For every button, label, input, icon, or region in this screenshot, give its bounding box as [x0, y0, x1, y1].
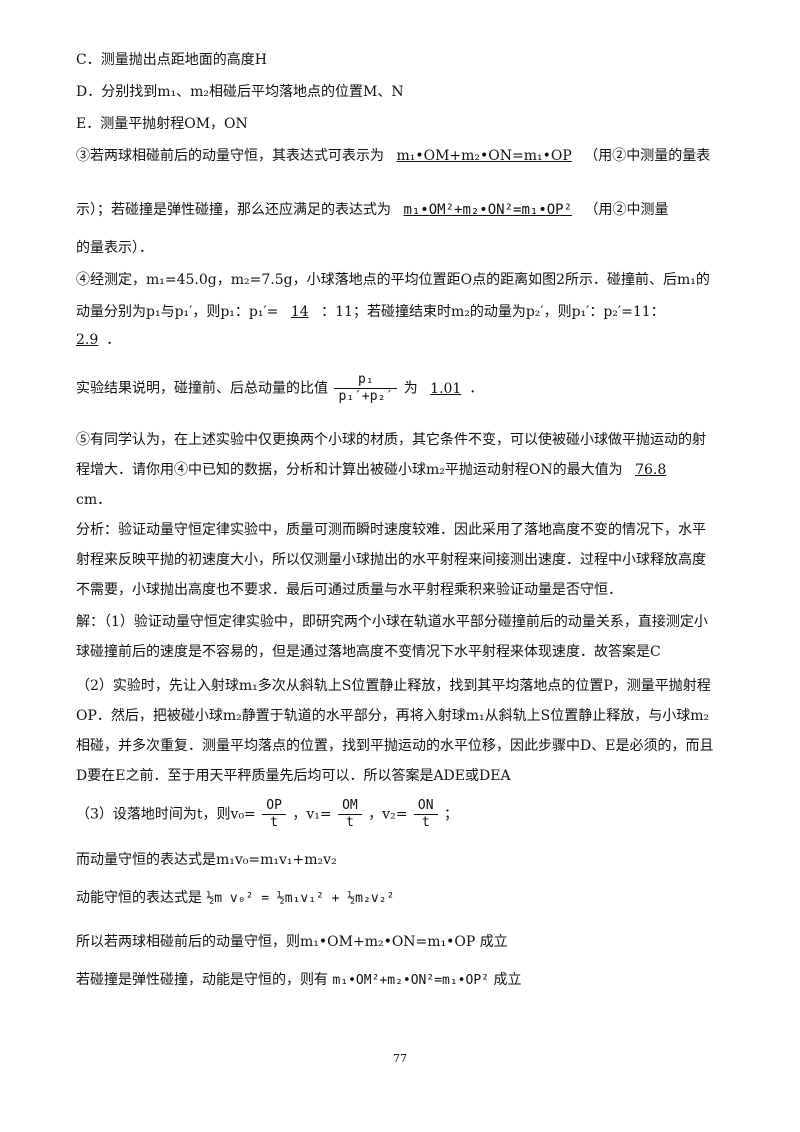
solution-line: 球碰撞前后的速度是不容易的，但是通过落地高度不变情况下水平射程来体现速度．故答案… — [76, 644, 661, 660]
velocity-line: （3）设落地时间为t，则v₀= OP t ，v₁= OM t ，v₂= ON t… — [76, 798, 459, 831]
answer-2-9-line: 2.9． — [76, 332, 121, 348]
solution-line: （2）实验时，先让入射球m₁多次从斜轨上S位置静止释放，找到其平均落地点的位置P… — [76, 678, 711, 694]
answer-76-8: 76.8 — [635, 462, 667, 478]
answer-elastic: m₁•OM²+m₂•ON²=m₁•OP² — [403, 202, 573, 218]
page-number: 77 — [393, 1052, 407, 1065]
answer-2-9: 2.9 — [76, 332, 99, 348]
solution-line: 解：（1）验证动量守恒定律实验中，即研究两个小球在轨道水平部分碰撞前后的动量关系… — [76, 614, 708, 630]
ratio-line: 实验结果说明，碰撞前、后总动量的比值 p₁ p₁′+p₂′ 为 1.01． — [76, 372, 484, 405]
elastic-equation: m₁•OM²+m₂•ON²=m₁•OP² — [332, 973, 489, 988]
text-line: cm． — [76, 492, 112, 508]
fraction-on-t: ON t — [413, 798, 438, 831]
ratio-fraction: p₁ p₁′+p₂′ — [334, 372, 398, 405]
elastic-line: 示）；若碰撞是弹性碰撞，那么还应满足的表达式为 m₁•OM²+m₂•ON²=m₁… — [76, 202, 669, 218]
solution-line: 相碰，并多次重复．测量平均落点的位置，找到平抛运动的水平位移，因此步骤中D、E是… — [76, 738, 714, 754]
fraction-om-t: OM t — [338, 798, 362, 831]
momentum-expression: 而动量守恒的表达式是m₁v₀=m₁v₁+m₂v₂ — [76, 852, 337, 868]
analysis-line: 分析：验证动量守恒定律实验中，质量可测而瞬时速度较难．因此采用了落地高度不变的情… — [76, 522, 706, 538]
option-c: C．测量抛出点距地面的高度H — [76, 52, 267, 68]
question-4-line: ④经测定，m₁=45.0g，m₂=7.5g，小球落地点的平均位置距O点的距离如图… — [76, 272, 710, 288]
question-3-line: ③若两球相碰前后的动量守恒，其表达式可表示为 m₁•OM+m₂•ON=m₁•OP… — [76, 148, 711, 164]
answer-momentum: m₁•OM+m₂•ON=m₁•OP — [396, 148, 572, 164]
conclusion-line: 所以若两球相碰前后的动量守恒，则m₁•OM+m₂•ON=m₁•OP 成立 — [76, 934, 508, 950]
question-5-cont: 程增大．请你用④中已知的数据，分析和计算出被碰小球m₂平抛运动射程ON的最大值为… — [76, 460, 674, 480]
fraction-op-t: OP t — [262, 798, 286, 831]
question-5-line: ⑤有同学认为，在上述实验中仅更换两个小球的材质，其它条件不变，可以使被碰小球做平… — [76, 432, 706, 448]
analysis-line: 不需要，小球抛出高度也不要求．最后可通过质量与水平射程乘积来验证动量是否守恒． — [76, 582, 622, 598]
energy-line: 动能守恒的表达式是 ½m v₀² = ½m₁v₁² + ½m₂v₂² — [76, 890, 395, 906]
elastic-conclusion: 若碰撞是弹性碰撞，动能是守恒的，则有 m₁•OM²+m₂•ON²=m₁•OP² … — [76, 972, 522, 988]
momentum-ratio-line: 动量分别为p₁与p₁′，则p₁：p₁′= 14 ：11；若碰撞结束时m₂的动量为… — [76, 304, 665, 320]
option-d: D．分别找到m₁、m₂相碰后平均落地点的位置M、N — [76, 84, 404, 100]
answer-14: 14 — [290, 304, 309, 320]
answer-1-01: 1.01 — [430, 380, 462, 397]
analysis-line: 射程来反映平抛的初速度大小，所以仅测量小球抛出的水平射程来间接测出速度．过程中小… — [76, 552, 706, 568]
option-e: E．测量平抛射程OM，ON — [76, 116, 248, 132]
solution-line: OP．然后，把被碰小球m₂静置于轨道的水平部分，再将入射球m₁从斜轨上S位置静止… — [76, 708, 710, 724]
energy-equation: ½m v₀² = ½m₁v₁² + ½m₂v₂² — [206, 891, 395, 906]
solution-line: D要在E之前．至于用天平秤质量先后均可以．所以答案是ADE或DEA — [76, 768, 511, 784]
text-line: 的量表示）． — [76, 240, 153, 256]
